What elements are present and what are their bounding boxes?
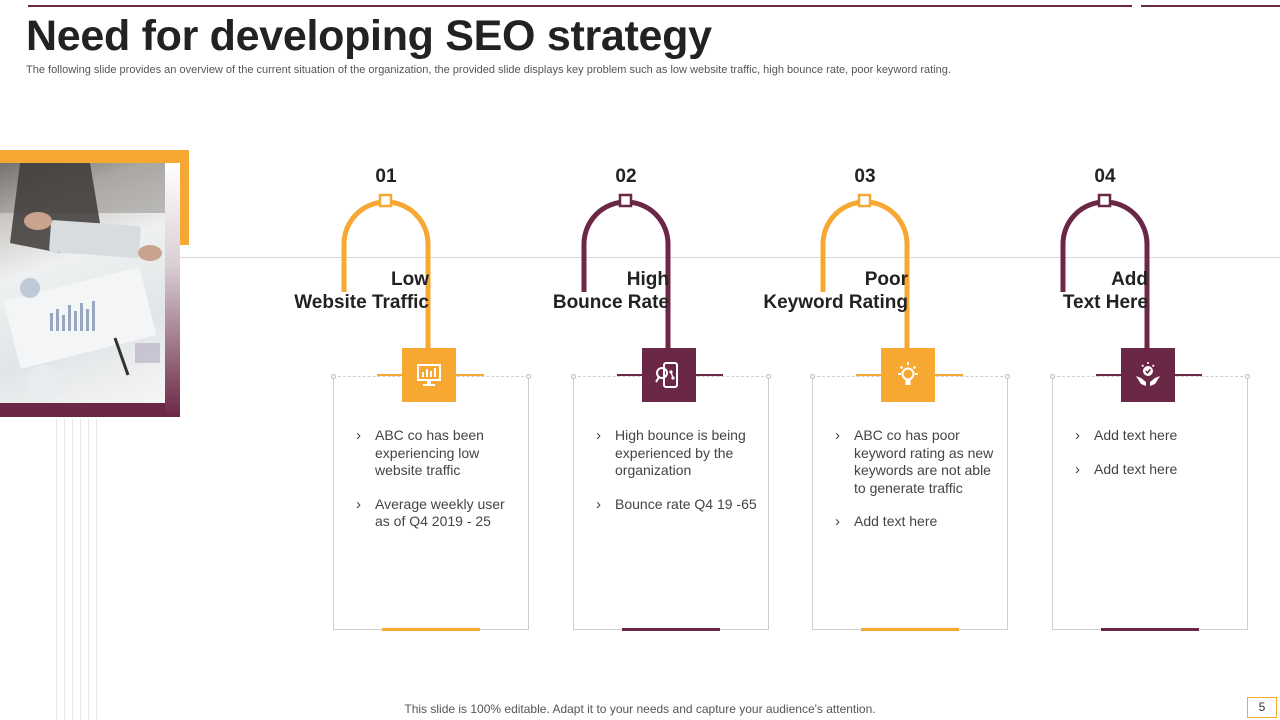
heading-line-1: Low — [391, 269, 429, 290]
card-bottom-accent — [1101, 628, 1199, 631]
bullet-item: Add text here — [1075, 427, 1241, 445]
step-number: 04 — [1094, 166, 1116, 187]
page-number: 5 — [1247, 697, 1277, 718]
column-heading: Low Website Traffic — [209, 268, 429, 314]
content-card: High bounce is being experienced by the … — [571, 374, 771, 631]
heading-line-2: Text Here — [1062, 292, 1148, 313]
bullet-list: Add text here Add text here — [1075, 427, 1241, 494]
slide-footer: This slide is 100% editable. Adapt it to… — [404, 702, 876, 716]
horizontal-divider — [180, 257, 1280, 258]
heading-line-2: Keyword Rating — [763, 292, 908, 313]
column-heading: Poor Keyword Rating — [688, 268, 908, 314]
top-rule-left — [28, 5, 1132, 7]
step-number: 03 — [854, 166, 876, 187]
card-corner-dot — [766, 374, 771, 379]
card-corner-dot — [571, 374, 576, 379]
bullet-item: Bounce rate Q4 19 -65 — [596, 496, 762, 514]
card-bottom-accent — [861, 628, 959, 631]
column-2: 02 High Bounce Rate High bounce is being… — [553, 160, 813, 640]
card-corner-dot — [1050, 374, 1055, 379]
bullet-item: Average weekly user as of Q4 2019 - 25 — [356, 496, 522, 531]
column-1: 01 Low Website Traffic ABC co has been e… — [294, 160, 573, 640]
top-rule-right — [1141, 5, 1280, 7]
office-photo — [0, 163, 165, 403]
office-photo-illustration — [0, 163, 165, 401]
slide-subtitle: The following slide provides an overview… — [26, 64, 951, 76]
connector-arch — [341, 193, 431, 348]
column-heading: Add Text Here — [928, 268, 1148, 314]
bullet-item: ABC co has been experiencing low website… — [356, 427, 522, 480]
decorative-stripes — [56, 418, 100, 720]
column-heading: High Bounce Rate — [449, 268, 669, 314]
step-number: 02 — [615, 166, 637, 187]
connector-arch — [1060, 193, 1150, 348]
content-card: ABC co has been experiencing low website… — [331, 374, 531, 631]
bullet-list: ABC co has poor keyword rating as new ke… — [835, 427, 1001, 547]
card-corner-dot — [810, 374, 815, 379]
card-corner-dot — [331, 374, 336, 379]
heading-line-1: Add — [1111, 269, 1148, 290]
slide-title: Need for developing SEO strategy — [26, 12, 712, 60]
heading-line-1: High — [626, 269, 669, 290]
bullet-item: Add text here — [1075, 461, 1241, 479]
card-corner-dot — [526, 374, 531, 379]
mobile-analytics-icon — [642, 348, 696, 402]
heading-line-1: Poor — [864, 269, 908, 290]
bullet-item: High bounce is being experienced by the … — [596, 427, 762, 480]
heading-line-2: Website Traffic — [294, 292, 429, 313]
heading-line-2: Bounce Rate — [552, 292, 669, 313]
content-card: ABC co has poor keyword rating as new ke… — [810, 374, 1010, 631]
bullet-item: ABC co has poor keyword rating as new ke… — [835, 427, 1001, 497]
connector-arch — [581, 193, 671, 348]
card-bottom-accent — [382, 628, 480, 631]
step-number: 01 — [375, 166, 397, 187]
content-card: Add text here Add text here — [1050, 374, 1250, 631]
photo-fade-strip — [165, 163, 180, 417]
column-4: 04 Add Text Here Add text here Add text … — [1050, 160, 1280, 640]
bullet-list: High bounce is being experienced by the … — [596, 427, 762, 529]
connector-arch — [820, 193, 910, 348]
card-corner-dot — [1005, 374, 1010, 379]
bullet-list: ABC co has been experiencing low website… — [356, 427, 522, 547]
hands-growth-icon — [1121, 348, 1175, 402]
column-3: 03 Poor Keyword Rating ABC co has poor k… — [763, 160, 1052, 640]
card-bottom-accent — [622, 628, 720, 631]
card-corner-dot — [1245, 374, 1250, 379]
bullet-item: Add text here — [835, 513, 1001, 531]
monitor-chart-icon — [402, 348, 456, 402]
lightbulb-icon — [881, 348, 935, 402]
